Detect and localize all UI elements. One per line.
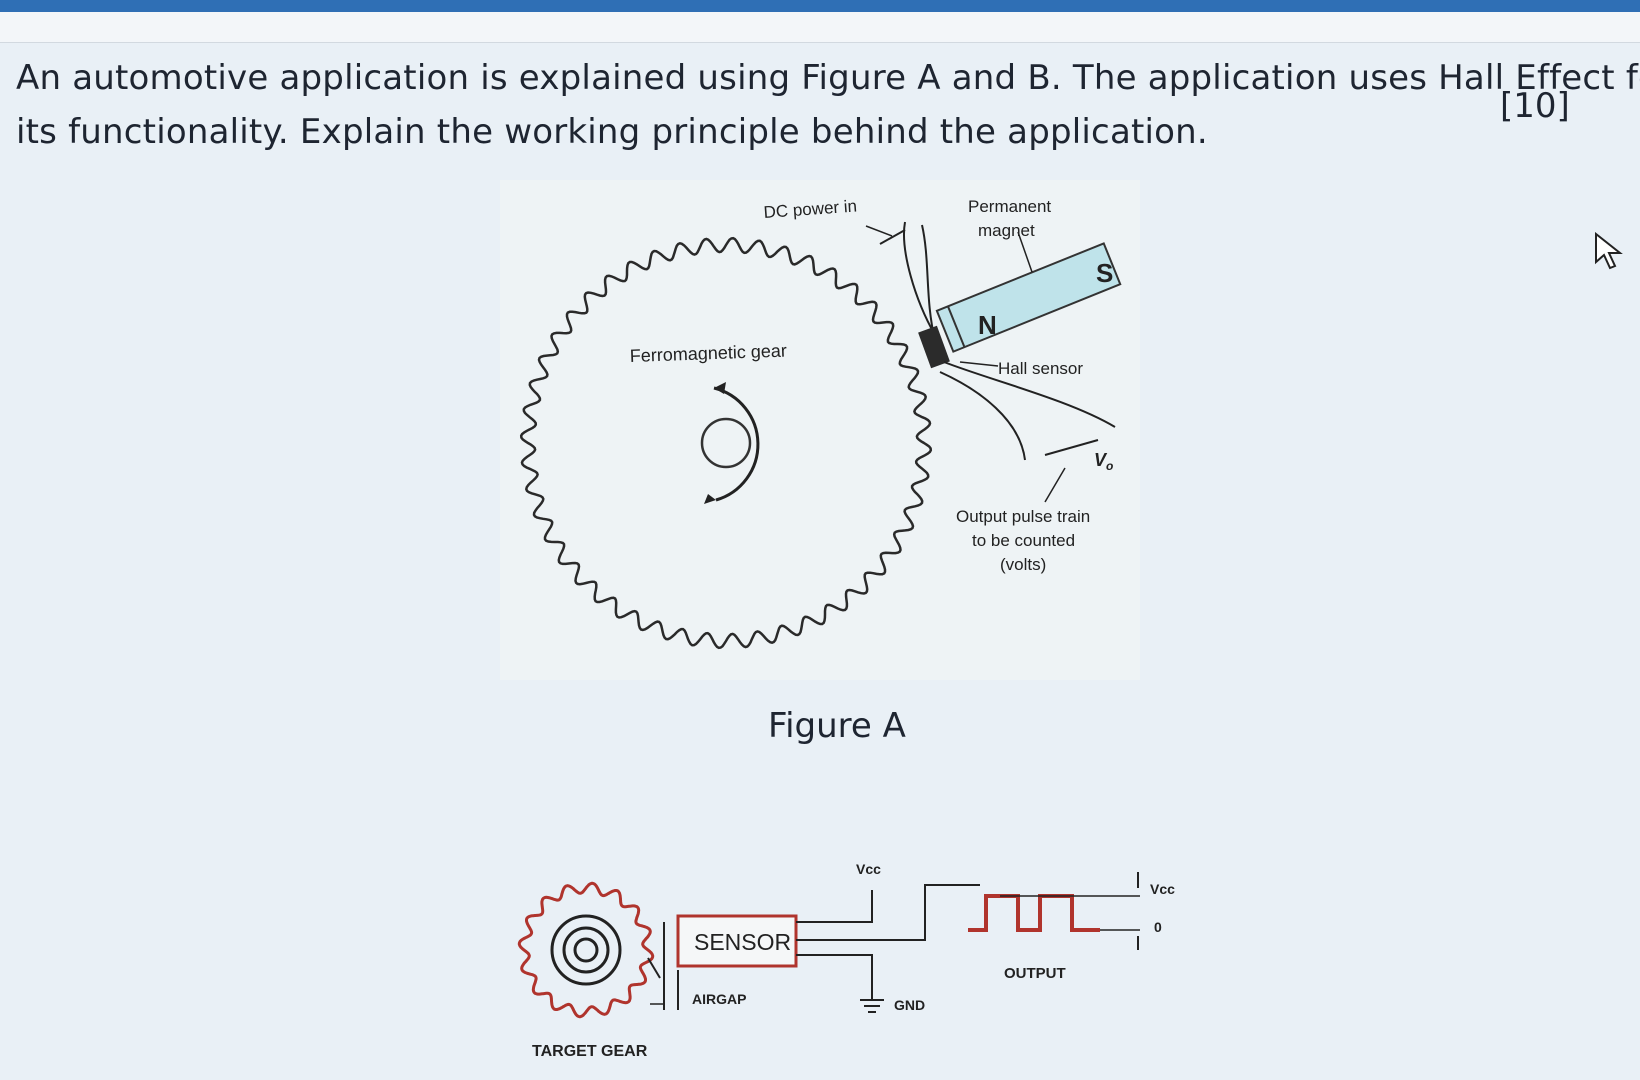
gear-hub <box>700 417 752 469</box>
vo-terminal <box>1044 439 1099 456</box>
output-wire <box>796 884 980 941</box>
figure-a-background <box>500 180 1140 680</box>
hall-sensor-block <box>918 325 950 369</box>
magnet-leader <box>1017 231 1033 273</box>
lead-left <box>903 221 936 336</box>
question-text-line-2: its functionality. Explain the working p… <box>16 112 1208 152</box>
dc-power-label: DC power in <box>763 197 858 222</box>
permanent-magnet-label-line1: Permanent <box>968 197 1051 216</box>
mouse-pointer-icon <box>1592 231 1632 276</box>
sensor-label: SENSOR <box>694 929 791 955</box>
toolbar-strip <box>0 12 1640 43</box>
north-pole-label: N <box>978 310 997 340</box>
ferromagnetic-gear-outline <box>519 236 933 650</box>
vo-label: Vo <box>1094 450 1113 473</box>
dc-power-tick <box>879 229 906 245</box>
south-pole-label: S <box>1096 258 1113 288</box>
gnd-label: GND <box>894 997 925 1013</box>
question-text-line-1: An automotive application is explained u… <box>16 58 1640 98</box>
output-pulse-train <box>968 894 1100 932</box>
target-gear-ring-inner <box>573 937 599 963</box>
dc-power-leader <box>865 225 893 237</box>
rotation-arrow-head-top <box>714 382 726 394</box>
zero-label: 0 <box>1154 919 1162 935</box>
target-gear-ring-middle <box>562 926 610 974</box>
output-lead-2 <box>939 371 1026 461</box>
output-lead-1 <box>943 361 1116 428</box>
sensor-box <box>676 914 798 968</box>
figure-a-caption: Figure A <box>768 706 906 746</box>
target-gear-label: TARGET GEAR <box>532 1043 648 1060</box>
permanent-magnet-label-line2: magnet <box>978 221 1035 240</box>
gnd-wire <box>796 954 873 1000</box>
permanent-magnet <box>935 242 1122 353</box>
rotation-arrow-head-bottom <box>704 494 716 504</box>
output-label: OUTPUT <box>1004 965 1066 982</box>
target-gear-ring-outer <box>550 914 622 986</box>
rotation-arrow <box>713 386 760 502</box>
hall-sensor-leader <box>959 361 999 367</box>
vcc-wire <box>796 890 873 923</box>
target-gear-outline <box>517 881 655 1019</box>
target-gear-arrow <box>647 957 661 979</box>
ground-symbol <box>860 999 884 1013</box>
output-pulse-label-line3: (volts) <box>1000 555 1046 574</box>
airgap-label: AIRGAP <box>692 991 746 1007</box>
hall-sensor-label: Hall sensor <box>998 359 1083 378</box>
window-top-bar <box>0 0 1640 12</box>
marks-label: [10] <box>1500 86 1570 126</box>
output-pulse-label-line2: to be counted <box>972 531 1075 550</box>
lead-right <box>921 224 936 341</box>
output-pulse-label-line1: Output pulse train <box>956 507 1090 526</box>
vcc-right-label: Vcc <box>1150 881 1175 897</box>
output-pulse-leader <box>1044 467 1066 503</box>
ferromagnetic-gear-label: Ferromagnetic gear <box>629 341 787 366</box>
vcc-top-label: Vcc <box>856 861 881 877</box>
